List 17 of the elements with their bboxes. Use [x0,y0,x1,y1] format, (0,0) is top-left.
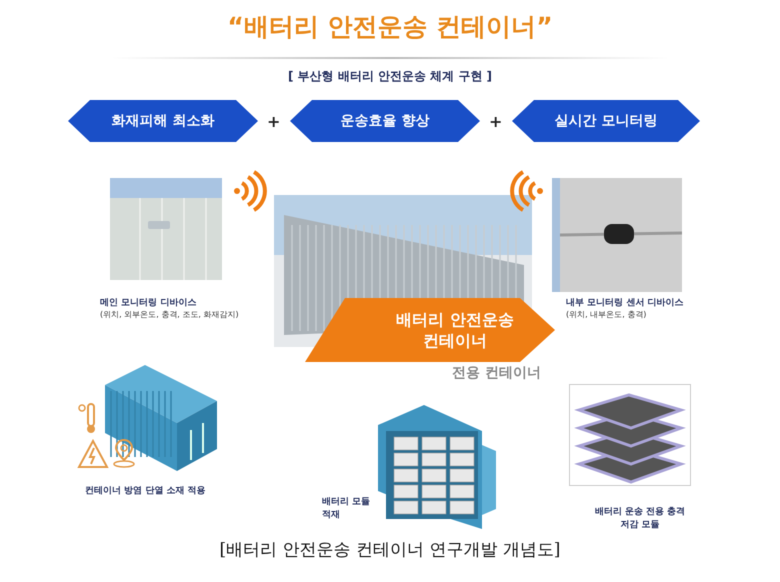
hexagon-banner: 운송효율 향상 [290,100,480,142]
arrow-banner: 배터리 안전운송 컨테이너 [305,298,555,362]
caption: [배터리 안전운송 컨테이너 연구개발 개념도] [218,539,562,561]
faded-text: 전용 컨테이너 [452,364,541,382]
device-caption: 내부 모니터링 센서 디바이스 [566,297,684,309]
plus-sign: + [489,112,502,131]
device-caption: 메인 모니터링 디바이스 [100,297,196,309]
subtitle: [ 부산형 배터리 안전운송 체계 구현 ] [286,68,494,85]
hexagon-banner: 화재피해 최소화 [68,100,258,142]
device-note: (위치, 외부온도, 충격, 조도, 화재감지) [100,309,239,320]
title: “배터리 안전운송 컨테이너” [226,11,554,43]
illustration-caption: 컨테이너 방염 단열 소재 적용 [85,485,206,497]
plus-sign: + [267,112,280,131]
illustration-caption: 배터리 운송 전용 충격 저감 모듈 [594,506,686,532]
illustration-caption: 배터리 모듈 적재 [322,496,372,522]
hexagon-banner: 실시간 모니터링 [512,100,700,142]
device-note: (위치, 내부온도, 충격) [566,309,646,320]
